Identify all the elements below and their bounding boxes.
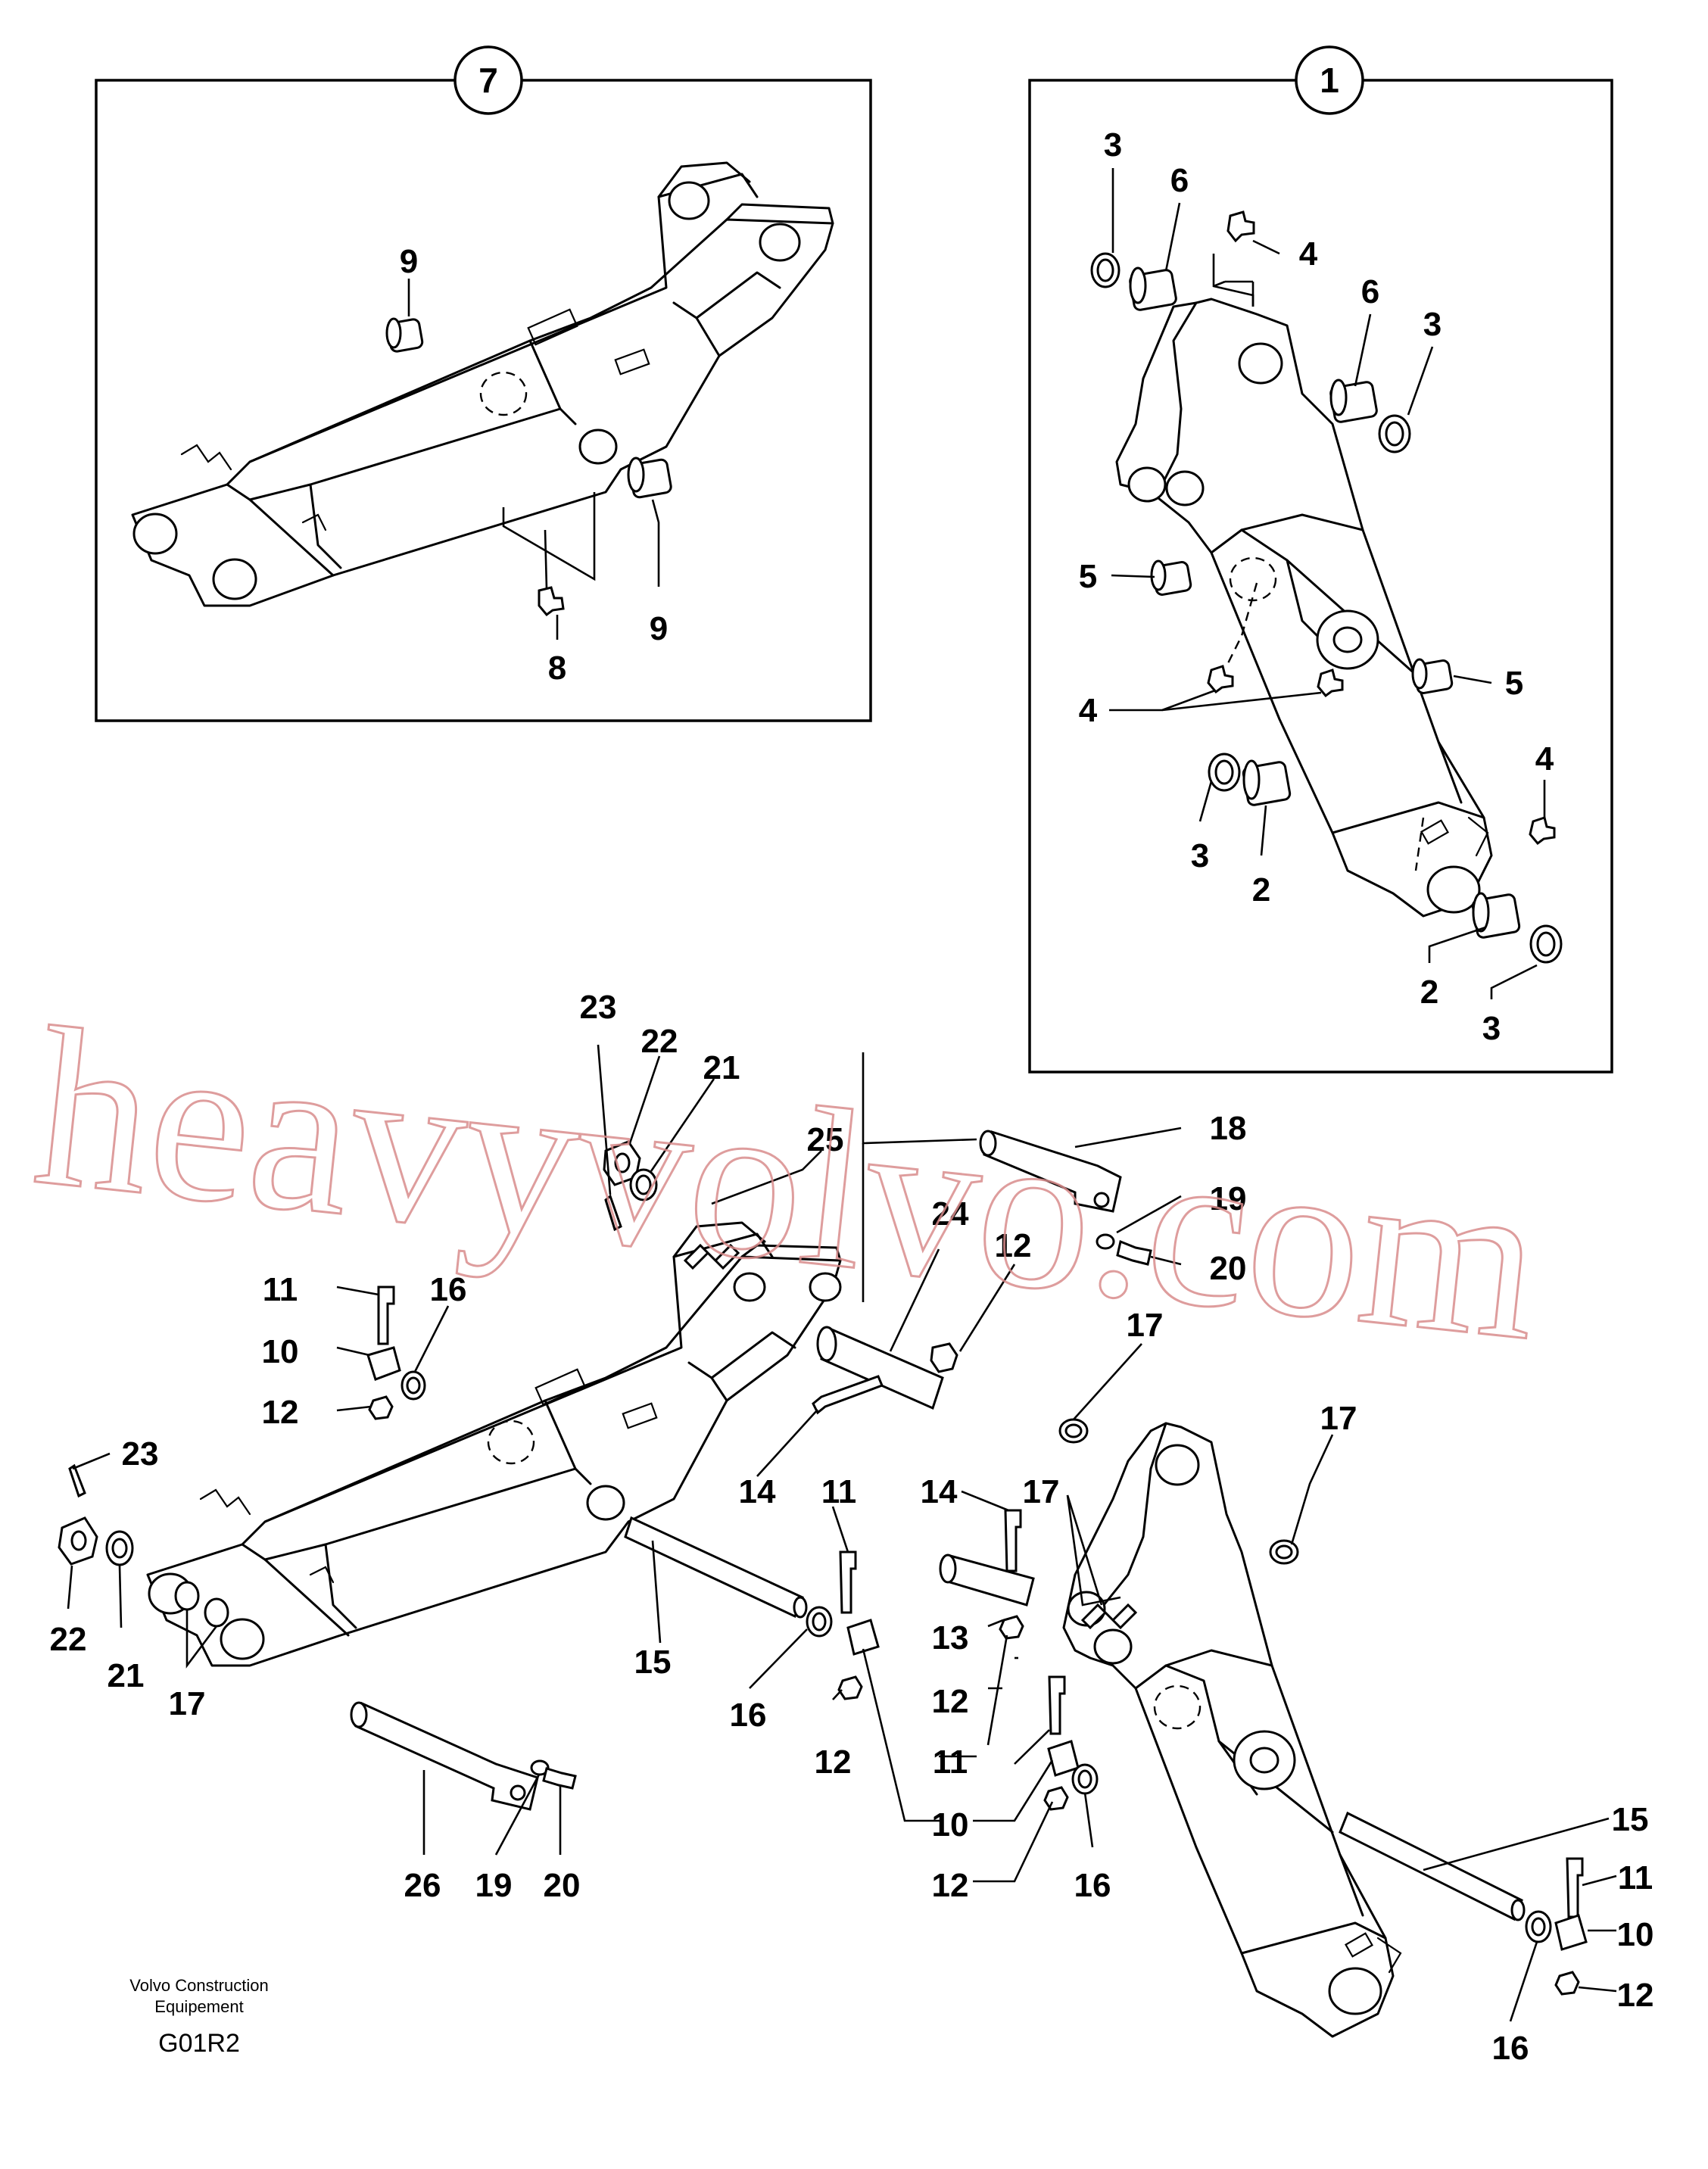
dipper-arm-drawing: [131, 161, 834, 607]
callout-label: 10: [262, 1333, 299, 1370]
callout-label: 3: [1191, 837, 1209, 874]
callout-label: 12: [995, 1227, 1032, 1264]
boom-drawing: [1115, 298, 1493, 918]
panel-7: 7: [95, 45, 872, 722]
main-parts: [58, 1044, 1617, 2022]
footer-company-line2: Equipement: [154, 1997, 243, 2016]
callout-label: 12: [932, 1683, 969, 1720]
callout-label: 4: [1079, 692, 1098, 729]
pin-26: [354, 1701, 539, 1811]
callout-label: 11: [821, 1473, 857, 1510]
pin-13: [943, 1554, 1035, 1606]
callout-label: 3: [1423, 306, 1442, 343]
callout-label: 12: [815, 1744, 852, 1781]
callout-label: 26: [404, 1867, 441, 1904]
panel-1: 1: [1028, 45, 1613, 1074]
callout-label: 11: [1618, 1859, 1653, 1896]
callout-label: 16: [430, 1271, 467, 1308]
callout-label: 18: [1210, 1110, 1247, 1147]
callout-label: 24: [932, 1195, 969, 1233]
panel-1-number: 1: [1320, 61, 1339, 100]
callout-label: 23: [580, 989, 617, 1026]
footer: Volvo Construction Equipement G01R2: [129, 1976, 268, 2058]
main-dipper-arm: [146, 1221, 842, 1667]
callout-label: 17: [169, 1685, 206, 1722]
callout-label: 12: [932, 1867, 969, 1904]
washer-19-top: [1096, 1233, 1115, 1250]
callout-label: 6: [1170, 162, 1189, 199]
callout-label: 17: [1127, 1307, 1164, 1344]
callout-label: 17: [1023, 1473, 1060, 1510]
callout-label: 11: [933, 1744, 968, 1781]
callout-label: 4: [1299, 235, 1318, 273]
panel-7-number: 7: [478, 61, 498, 100]
callout-label: 20: [544, 1867, 581, 1904]
callout-label: 16: [1492, 2030, 1529, 2067]
bolt-14: [812, 1375, 884, 1415]
footer-company-line1: Volvo Construction: [129, 1976, 268, 1995]
main-assembly: 23 22 21 25 24 18 12 19 20 11 16 10 12 1…: [50, 989, 1654, 2067]
callout-label: 10: [1617, 1916, 1654, 1953]
footer-drawing-code: G01R2: [158, 2029, 240, 2058]
cotter-pin-23-left: [68, 1463, 86, 1498]
callout-label: 2: [1252, 871, 1270, 908]
callout-label: 3: [1104, 126, 1122, 164]
callout-label: 25: [807, 1121, 844, 1158]
callout-label: 13: [932, 1619, 969, 1656]
cotter-pin-23-top: [604, 1194, 622, 1232]
grease-nipple-4: [1226, 210, 1255, 243]
watermark-text: heavyvolvo.com: [25, 980, 1551, 1388]
panel-7-frame: [95, 79, 872, 722]
callout-label: 16: [1074, 1867, 1111, 1904]
pin-18: [983, 1130, 1122, 1213]
spacer-10-left: [366, 1346, 401, 1381]
panel-7-parts: [385, 279, 672, 640]
bolt-11-left: [377, 1286, 395, 1345]
callout-label: 2: [1420, 974, 1438, 1011]
callout-label: 22: [641, 1023, 678, 1060]
callout-label: 19: [475, 1867, 513, 1904]
callout-label: 12: [1617, 1977, 1654, 2014]
callout-label: 20: [1210, 1250, 1247, 1287]
callout-label: 17: [1320, 1400, 1357, 1437]
callout-label: 9: [650, 610, 668, 647]
main-boom: [1062, 1422, 1402, 2038]
pin-15-middle: [624, 1516, 804, 1619]
callout-label: 22: [50, 1621, 87, 1658]
callout-label: 23: [122, 1435, 159, 1472]
callout-label: 12: [262, 1394, 299, 1431]
panel-7-badge: [453, 45, 523, 115]
callout-label: 5: [1505, 665, 1523, 702]
callout-label: 10: [932, 1806, 969, 1843]
callout-label: 9: [400, 243, 418, 280]
callout-label: 21: [703, 1049, 740, 1086]
callout-label: 8: [548, 650, 566, 687]
grease-nipple-8: [538, 586, 565, 617]
panel-1-badge: [1295, 45, 1364, 115]
callout-label: 3: [1482, 1010, 1501, 1047]
panel-1-parts: [1090, 168, 1563, 999]
callout-label: 5: [1079, 558, 1097, 595]
bolt-20-top: [1116, 1239, 1152, 1266]
callout-label: 21: [108, 1657, 145, 1694]
callout-label: 14: [921, 1473, 958, 1510]
callout-label: 11: [263, 1271, 298, 1308]
callout-label: 15: [1612, 1801, 1649, 1838]
callout-label: 19: [1210, 1180, 1247, 1217]
callout-label: 6: [1361, 273, 1379, 310]
callout-label: 15: [634, 1644, 672, 1681]
callout-label: 4: [1535, 740, 1554, 778]
callout-label: 16: [730, 1697, 767, 1734]
callout-label: 14: [739, 1473, 776, 1510]
